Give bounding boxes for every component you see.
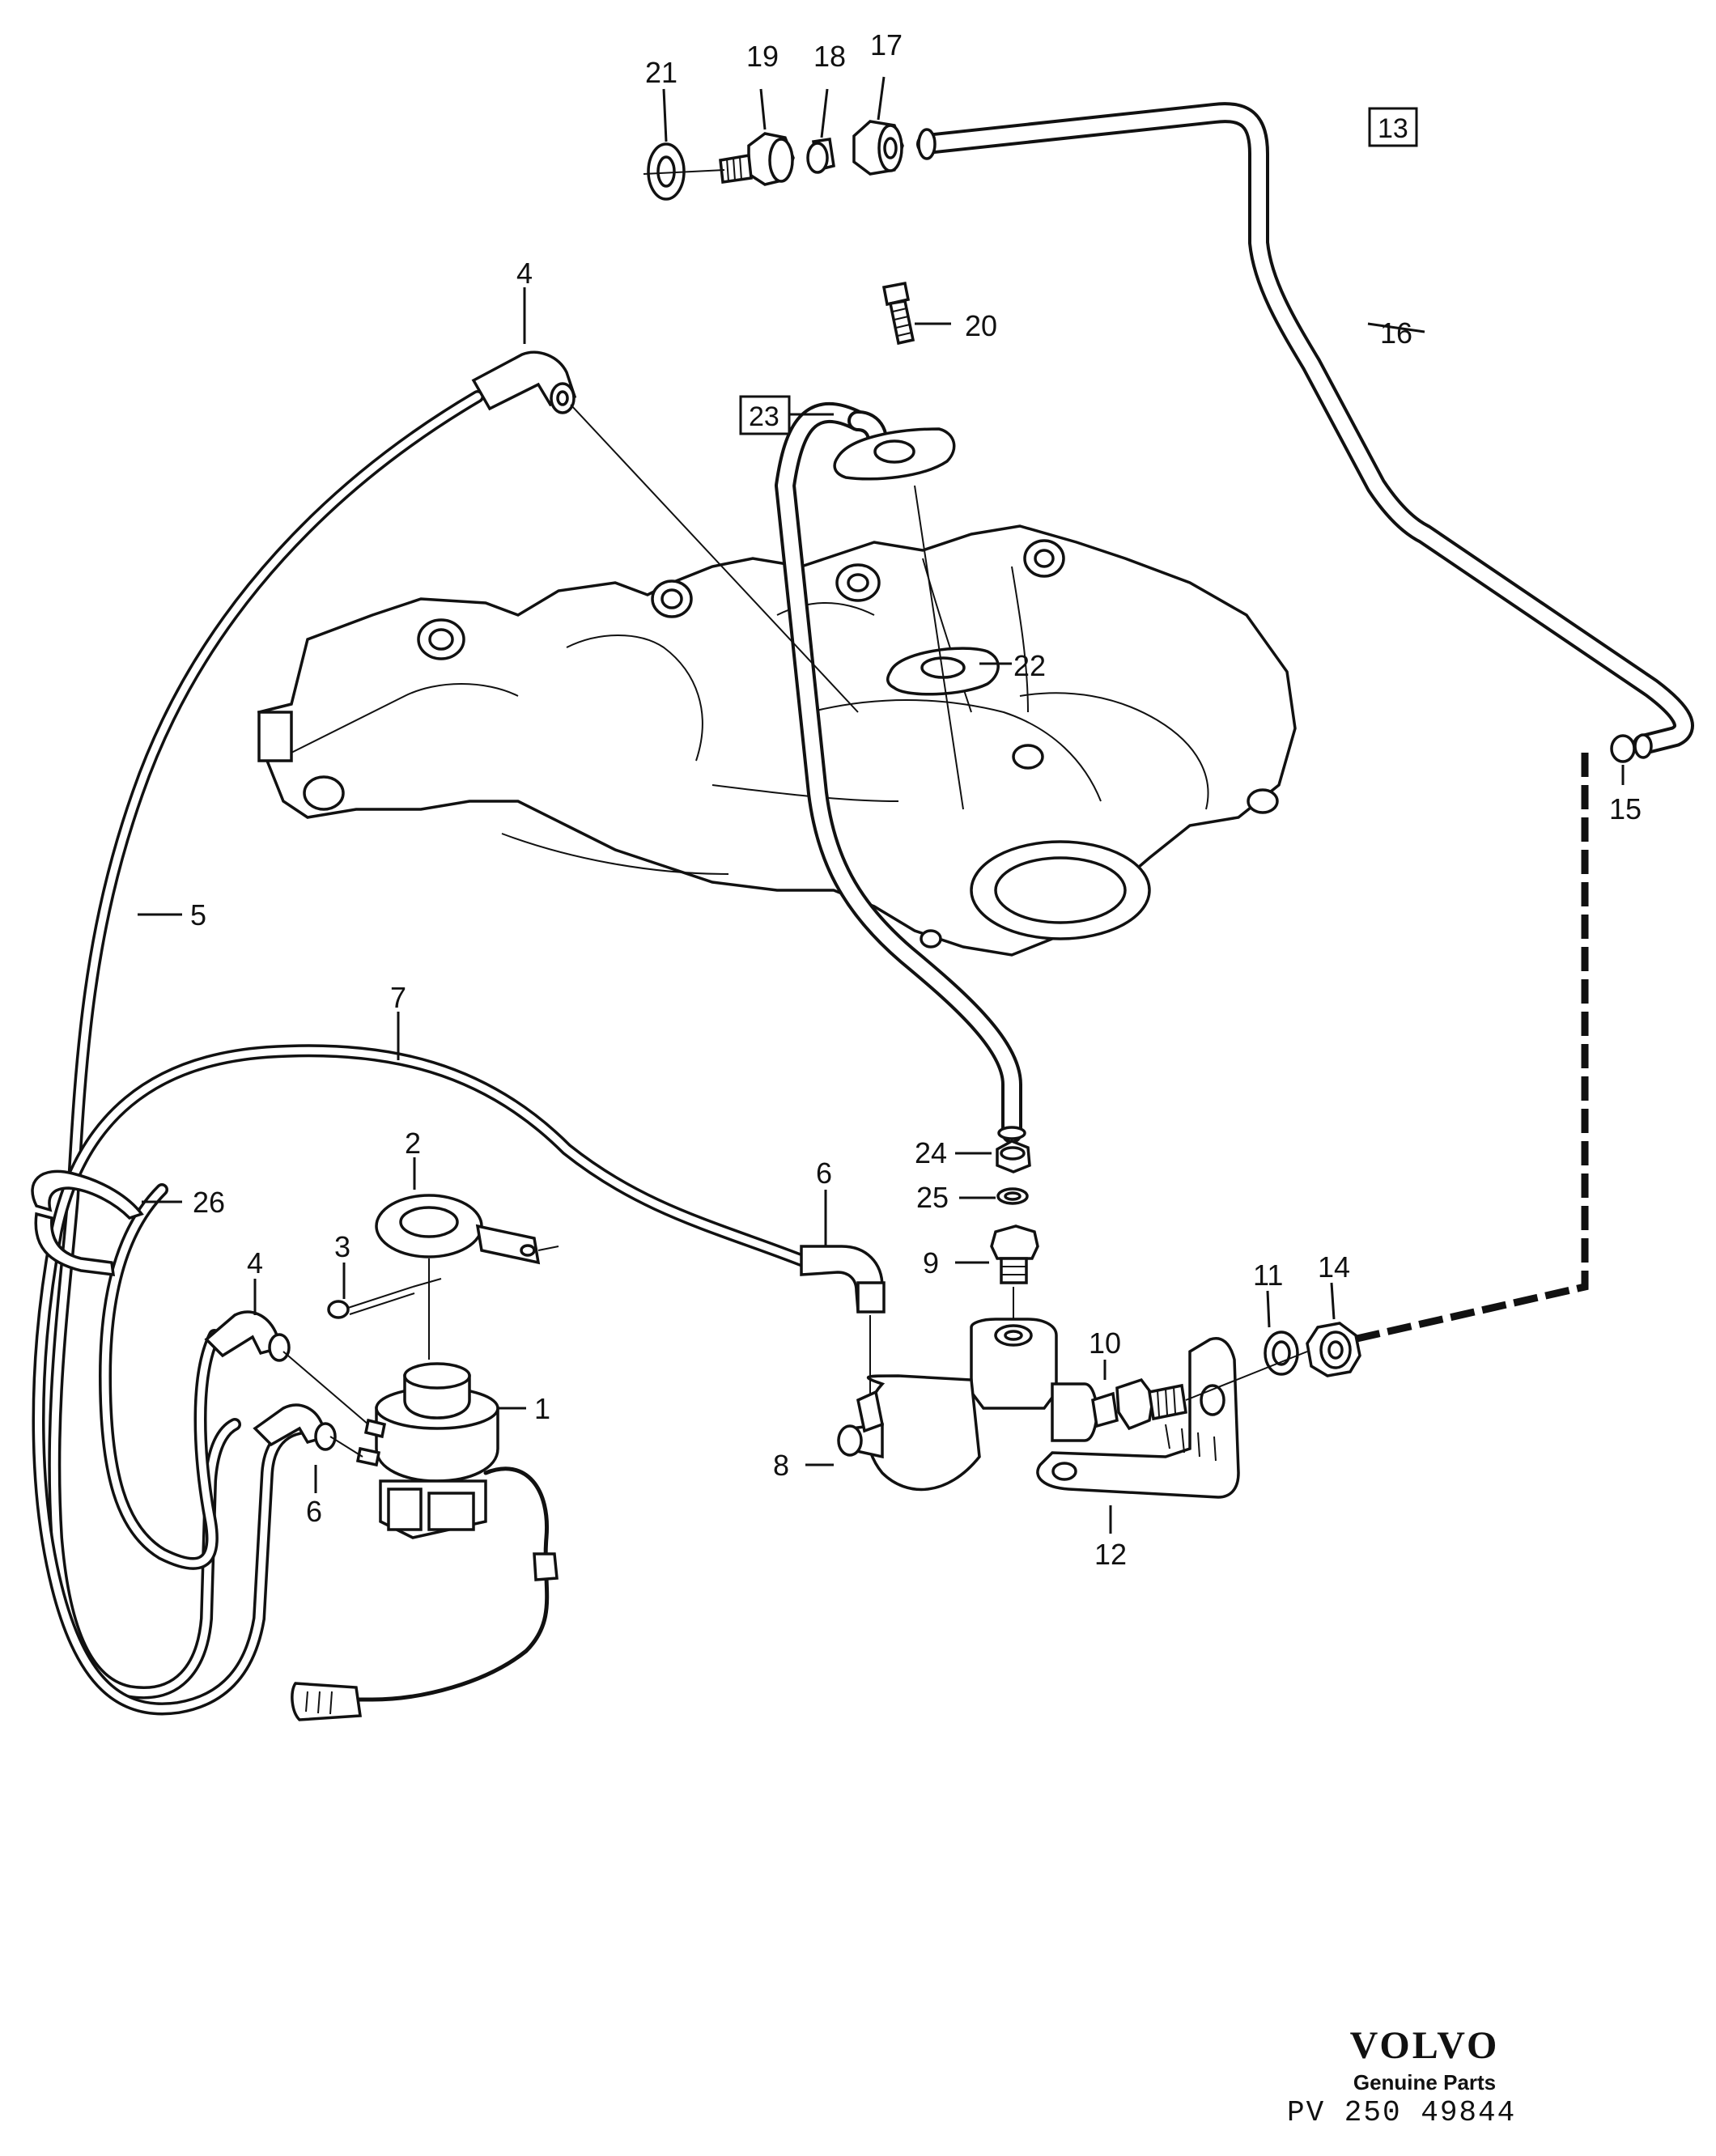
pipe-16	[916, 102, 1694, 755]
boxed-label-23-text: 23	[749, 401, 779, 432]
callout-11: 11	[1253, 1258, 1283, 1292]
solenoid-valve-1	[355, 1362, 499, 1539]
elbow-6-lower	[253, 1403, 337, 1451]
wire-harness	[291, 1466, 559, 1721]
callout-leaders	[138, 76, 1625, 1534]
callout-6-lower: 6	[306, 1495, 322, 1528]
callout-6-right: 6	[816, 1157, 832, 1190]
callout-17: 17	[870, 28, 903, 62]
flange-upper	[833, 427, 956, 481]
hose-5	[48, 390, 484, 1700]
boxed-label-23: 23	[739, 395, 791, 435]
bracket-2	[375, 1194, 559, 1265]
callout-10: 10	[1089, 1326, 1121, 1360]
screw-3	[327, 1278, 442, 1319]
callout-16: 16	[1380, 316, 1412, 350]
clip-26	[31, 1169, 144, 1277]
bolt-20	[881, 281, 915, 346]
union-19	[719, 132, 795, 186]
callout-7: 7	[390, 981, 406, 1014]
callout-1: 1	[534, 1392, 550, 1425]
dashed-connection	[1335, 753, 1589, 1348]
nut-17	[852, 120, 904, 176]
unit-9-stack	[990, 1140, 1039, 1284]
elbow-6-right	[800, 1245, 886, 1314]
callout-8: 8	[773, 1449, 789, 1482]
callout-21: 21	[645, 56, 677, 89]
callout-numbers: 21 19 18 17 20 16 22 15 4 5 7 2 3 26 4 1…	[190, 28, 1642, 1571]
document-code: PV 250 49844	[1287, 2096, 1517, 2129]
leader-20-line	[914, 485, 964, 810]
union-10	[1091, 1377, 1187, 1431]
callout-3: 3	[334, 1230, 350, 1263]
boxed-label-13: 13	[1368, 107, 1418, 147]
bracket-12	[1036, 1337, 1240, 1499]
callout-5: 5	[190, 898, 206, 932]
brand-block: VOLVO Genuine Parts	[1279, 2023, 1570, 2096]
boxed-label-13-text: 13	[1378, 113, 1408, 144]
axis-4-1	[282, 1351, 369, 1425]
callout-18: 18	[813, 40, 846, 73]
callout-20: 20	[965, 309, 997, 342]
callout-19: 19	[746, 40, 779, 73]
axis-6-1	[329, 1436, 363, 1458]
callout-26: 26	[193, 1186, 225, 1219]
callout-9: 9	[923, 1246, 939, 1280]
callout-4-top: 4	[516, 257, 533, 290]
hose-loop-left	[99, 1183, 221, 1570]
callout-2: 2	[405, 1127, 421, 1160]
leader-4-line	[570, 404, 859, 713]
callout-12: 12	[1094, 1538, 1127, 1571]
brand-logo-text: VOLVO	[1349, 2024, 1500, 2067]
gasket-22	[886, 647, 1000, 696]
exhaust-manifold	[257, 524, 1297, 957]
axis-21-19	[643, 169, 725, 175]
nut-14	[1306, 1322, 1361, 1377]
fitting-15	[1610, 733, 1653, 763]
callout-14: 14	[1318, 1250, 1350, 1284]
callout-25: 25	[916, 1181, 949, 1214]
callout-4-lower: 4	[247, 1246, 263, 1280]
elbow-4-top	[471, 350, 577, 414]
ferrule-18	[806, 138, 835, 174]
callout-15: 15	[1609, 792, 1642, 825]
brand-subtitle: Genuine Parts	[1353, 2070, 1497, 2094]
axis-10-14	[1185, 1351, 1308, 1401]
callout-24: 24	[915, 1136, 947, 1169]
actuator-8	[837, 1318, 1098, 1492]
callout-22: 22	[1013, 649, 1046, 682]
elbow-4-lower	[204, 1310, 291, 1362]
washer-11	[1264, 1331, 1299, 1376]
